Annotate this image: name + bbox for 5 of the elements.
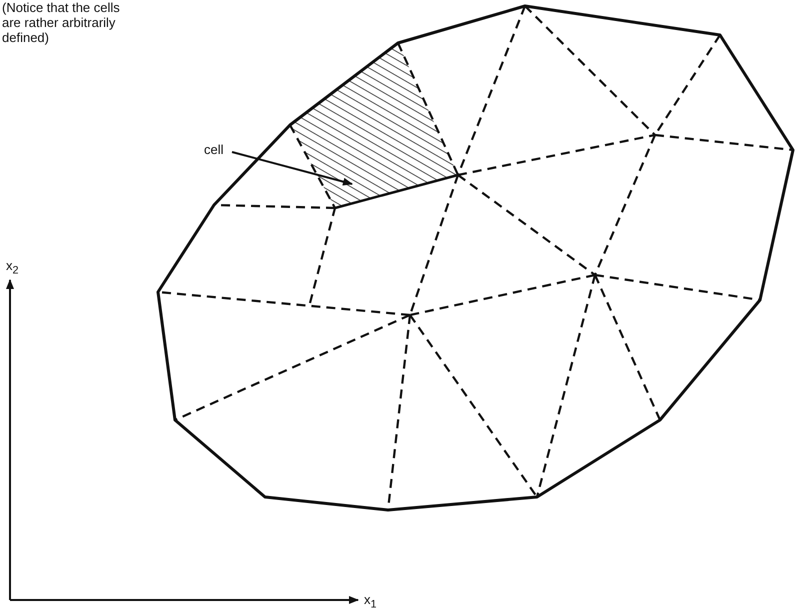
callout-label: cell: [204, 142, 224, 157]
note-text: (Notice that the cells are rather arbitrarily defined): [2, 0, 121, 45]
axis-label: x$_{2}$: [6, 258, 19, 279]
leader-arrow: [232, 151, 353, 186]
axis-label: x$_{1}$: [364, 592, 377, 610]
